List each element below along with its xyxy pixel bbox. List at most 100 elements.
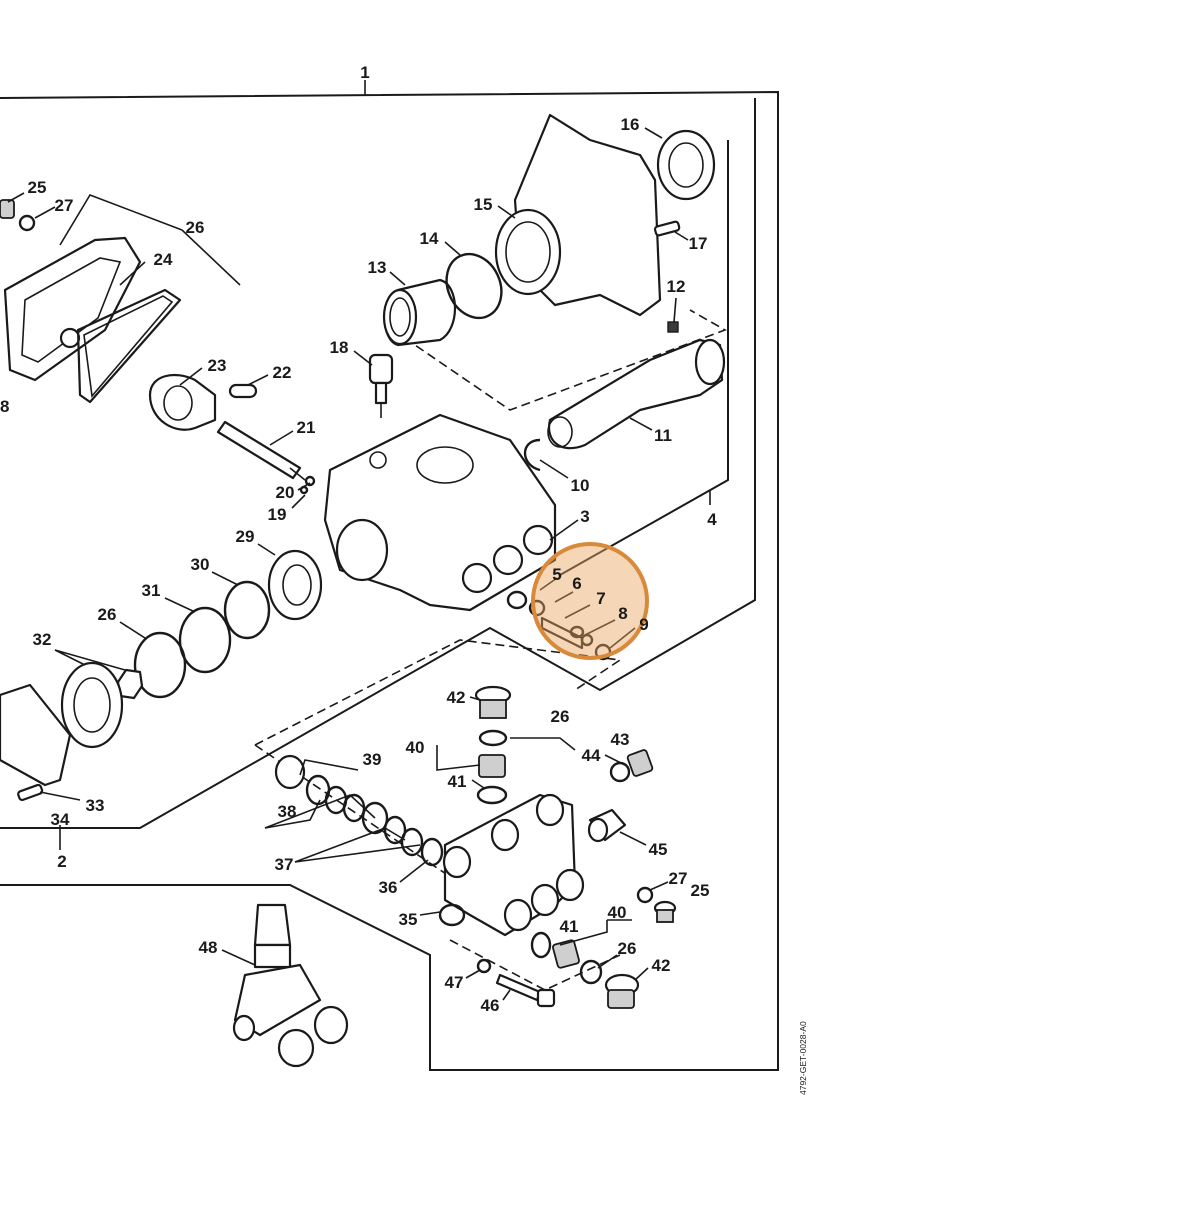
cover-plate-part [3, 236, 182, 404]
callout-42-lower: 42 [652, 956, 671, 975]
part-drawings [0, 113, 726, 1068]
valve-41-top [478, 754, 506, 778]
callout-28: 28 [0, 397, 9, 416]
callout-26-left: 26 [98, 605, 117, 624]
frame-group-1 [0, 90, 779, 1071]
document-code: 4792-GET-0028-A0 [798, 1021, 808, 1095]
callout-40-lower: 40 [608, 903, 627, 922]
plunger-rod-part [216, 420, 316, 495]
callout-25-top: 25 [28, 178, 47, 197]
o-ring-47 [476, 958, 492, 974]
callout-17: 17 [689, 234, 708, 253]
o-ring-26-lower [579, 959, 603, 985]
callout-15: 15 [474, 195, 493, 214]
callout-4: 4 [707, 510, 717, 529]
callout-3: 3 [580, 507, 589, 526]
callout-27-right: 27 [669, 869, 688, 888]
callout-29: 29 [236, 527, 255, 546]
end-plate-part [0, 683, 72, 787]
plug-43 [609, 749, 654, 783]
callout-1: 1 [360, 63, 369, 82]
callout-30: 30 [191, 555, 210, 574]
o-ring-31 [178, 606, 232, 674]
pin-part [228, 383, 258, 399]
bearing-part [382, 278, 457, 347]
callout-24: 24 [154, 250, 173, 269]
plug-25-top [0, 199, 36, 232]
o-ring-41-lower [530, 931, 552, 959]
callout-18: 18 [330, 338, 349, 357]
bearing-housing [494, 113, 662, 317]
callout-26-lower: 26 [618, 939, 637, 958]
callout-36: 36 [379, 878, 398, 897]
crankshaft-part [547, 338, 726, 450]
callout-22: 22 [273, 363, 292, 382]
callout-10: 10 [571, 476, 590, 495]
screw-34 [17, 783, 44, 802]
callout-32: 32 [33, 630, 52, 649]
callout-44: 44 [582, 746, 601, 765]
callout-34: 34 [51, 810, 70, 829]
callout-13: 13 [368, 258, 387, 277]
connecting-rod-part [148, 373, 217, 431]
callout-19: 19 [268, 505, 287, 524]
leader-lines [7, 127, 689, 1001]
o-ring-35 [438, 903, 466, 927]
callout-26-mid: 26 [551, 707, 570, 726]
callout-9: 9 [639, 615, 648, 634]
callout-35: 35 [399, 910, 418, 929]
frame-group-2 [0, 98, 756, 829]
callout-41-top: 41 [448, 772, 467, 791]
callout-42-top: 42 [447, 688, 466, 707]
valve-41-lower [552, 939, 580, 969]
callout-41-lower: 41 [560, 917, 579, 936]
flange-cover-32 [60, 661, 124, 749]
callout-33: 33 [86, 796, 105, 815]
callout-8: 8 [618, 604, 627, 623]
callout-20: 20 [276, 483, 295, 502]
o-ring-41 [476, 785, 508, 805]
oil-sight-glass [368, 353, 394, 418]
callout-23: 23 [208, 356, 227, 375]
callout-27-top: 27 [55, 196, 74, 215]
screw-17 [653, 220, 681, 237]
callout-2: 2 [57, 852, 66, 871]
seal-packing-set [274, 754, 444, 867]
callout-26-top: 26 [186, 218, 205, 237]
vent-plug-12 [667, 321, 679, 333]
callout-11: 11 [654, 426, 672, 445]
frame-group-4 [559, 140, 729, 576]
plug-25-right [653, 900, 677, 923]
callout-48: 48 [199, 938, 218, 957]
unloader-valve-48 [232, 903, 349, 1068]
callout-12: 12 [667, 277, 686, 296]
callout-14: 14 [420, 229, 439, 248]
pump-crankcase [323, 413, 557, 612]
o-ring-44 [478, 729, 508, 747]
callout-47: 47 [445, 973, 464, 992]
callout-21: 21 [297, 418, 316, 437]
seal-stack-5-9 [506, 590, 612, 661]
callout-43: 43 [611, 730, 630, 749]
o-ring-27-right [636, 886, 654, 904]
fitting-45 [587, 808, 627, 843]
o-ring-14 [445, 252, 503, 320]
bolt-46 [495, 973, 556, 1008]
callout-46: 46 [481, 996, 500, 1015]
callout-6: 6 [572, 574, 581, 593]
circlip-10 [523, 438, 541, 472]
callout-39: 39 [363, 750, 382, 769]
callout-31: 31 [142, 581, 161, 600]
callout-40-top: 40 [406, 738, 425, 757]
pump-head-manifold [442, 793, 585, 937]
ball-bearing-29 [267, 549, 323, 621]
circlip-30 [223, 580, 271, 640]
callout-45: 45 [649, 840, 668, 859]
callout-16: 16 [621, 115, 640, 134]
callout-37: 37 [275, 855, 294, 874]
callout-38: 38 [278, 802, 297, 821]
assembly-frames [0, 80, 779, 1071]
callout-7: 7 [596, 589, 605, 608]
highlight-circle [531, 542, 649, 660]
